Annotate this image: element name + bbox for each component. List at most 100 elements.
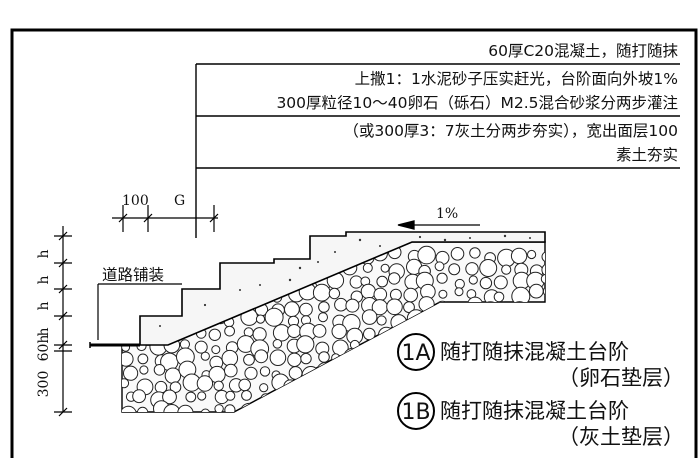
gravel-stone (318, 312, 328, 323)
drawing-frame (10, 28, 698, 458)
gravel-stone (151, 296, 168, 313)
gravel-stone (178, 263, 192, 278)
gravel-stone (454, 278, 465, 290)
gravel-stone (200, 408, 210, 412)
note-line-3: 300厚粒径10～40卵石（砾石）M2.5混合砂浆分两步灌注 (276, 94, 678, 112)
gravel-stone (417, 245, 436, 265)
gravel-stone (316, 362, 334, 380)
gravel-stone (166, 284, 184, 302)
gravel-stone (254, 349, 269, 364)
gravel-stone (334, 297, 348, 312)
gravel-stone (241, 390, 252, 401)
gravel-stone (238, 378, 251, 392)
gravel-stone (499, 377, 512, 391)
gravel-stone (388, 372, 408, 392)
gravel-stone (510, 314, 527, 331)
gravel-stone (481, 374, 499, 392)
dim-h-4: h (36, 327, 52, 336)
gravel-stone (469, 247, 481, 259)
note-line-5: 素土夯实 (616, 146, 678, 164)
dim-h-3: h (36, 301, 52, 310)
gravel-stone (479, 259, 498, 277)
slope-arrow (397, 220, 480, 230)
gravel-stone (296, 335, 315, 354)
gravel-stone (318, 301, 330, 313)
gravel-stone (375, 361, 393, 379)
gravel-stone (434, 261, 445, 272)
gravel-stone (375, 400, 393, 412)
slope-label: 1% (436, 206, 458, 222)
gravel-stone (256, 403, 273, 412)
dim-100: 100 (122, 193, 149, 209)
gravel-stone (380, 263, 390, 273)
legend-1a-id: 1A (401, 341, 430, 366)
gravel-stone (312, 324, 327, 338)
gravel-stone (524, 315, 539, 331)
gravel-stone (440, 381, 452, 393)
gravel-stone (329, 376, 342, 388)
legend-1b-badge (397, 392, 435, 430)
dim-g: G (174, 193, 185, 209)
gravel-stone (287, 352, 302, 367)
gravel-stone (255, 314, 266, 324)
gravel-stone (455, 302, 465, 312)
gravel-stone (479, 276, 493, 290)
gravel-stone (541, 251, 545, 263)
gravel-stone (386, 366, 406, 385)
gravel-stone (348, 403, 364, 412)
gravel-stone (424, 313, 435, 325)
gravel-stone (224, 363, 238, 378)
gravel-stone (139, 365, 149, 375)
gravel-stone (137, 353, 149, 365)
gravel-stone (467, 375, 483, 391)
gravel-stone (269, 402, 288, 412)
gravel-stone (299, 382, 310, 393)
gravel-stone (343, 379, 360, 396)
gravel-stone (454, 365, 464, 376)
gravel-stone (334, 362, 349, 377)
gravel-stone (287, 324, 302, 338)
gravel-stone (221, 349, 239, 367)
dim-h-2: h (36, 275, 52, 284)
gravel-stone (360, 380, 377, 398)
gravel-stone (546, 330, 555, 339)
gravel-stone (122, 405, 137, 412)
gravel-stone (343, 347, 362, 367)
gravel-stone (244, 366, 258, 380)
gravel-stone (163, 404, 181, 412)
gravel-stone (283, 379, 298, 394)
gravel-stone (375, 391, 385, 402)
gravel-stone (182, 273, 199, 290)
gravel-stone (436, 272, 448, 284)
gravel-stone (169, 262, 183, 276)
gravel-stone (135, 287, 148, 300)
gravel-stone (166, 273, 182, 289)
gravel-stone (123, 365, 139, 381)
gravel-stone (378, 336, 395, 353)
gravel-stone (438, 289, 448, 299)
gravel-stone (345, 298, 360, 313)
dim-60h: 60h (36, 335, 52, 362)
gravel-stone (448, 379, 464, 395)
gravel-stone (136, 406, 149, 412)
gravel-stone (225, 390, 236, 401)
gravel-stone (164, 300, 176, 312)
gravel-stone (349, 366, 364, 381)
gravel-stone (301, 366, 320, 385)
gravel-stone (373, 353, 393, 373)
gravel-stone (122, 378, 130, 389)
gravel-stone (479, 365, 498, 384)
gravel-stone (224, 325, 236, 337)
note-leaders (195, 63, 680, 238)
gravel-stone (156, 290, 167, 301)
gravel-stone (328, 287, 341, 300)
gravel-stone (362, 351, 377, 365)
concrete-speckle (159, 234, 531, 327)
gravel-stone (420, 380, 432, 391)
gravel-stone (211, 345, 221, 355)
gravel-stone (164, 367, 182, 384)
gravel-stone (495, 301, 507, 313)
gravel-stone (136, 249, 149, 262)
gravel-stone (388, 272, 401, 285)
